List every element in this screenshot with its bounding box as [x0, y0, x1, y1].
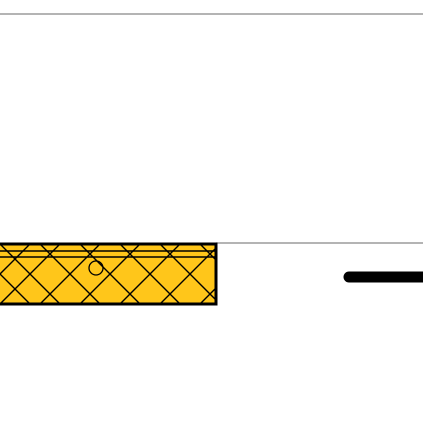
- small-circle: [88, 260, 104, 276]
- yellow-block-crosshatch: [0, 244, 216, 304]
- yellow-block: [0, 242, 218, 306]
- yellow-block-fill: [0, 242, 218, 306]
